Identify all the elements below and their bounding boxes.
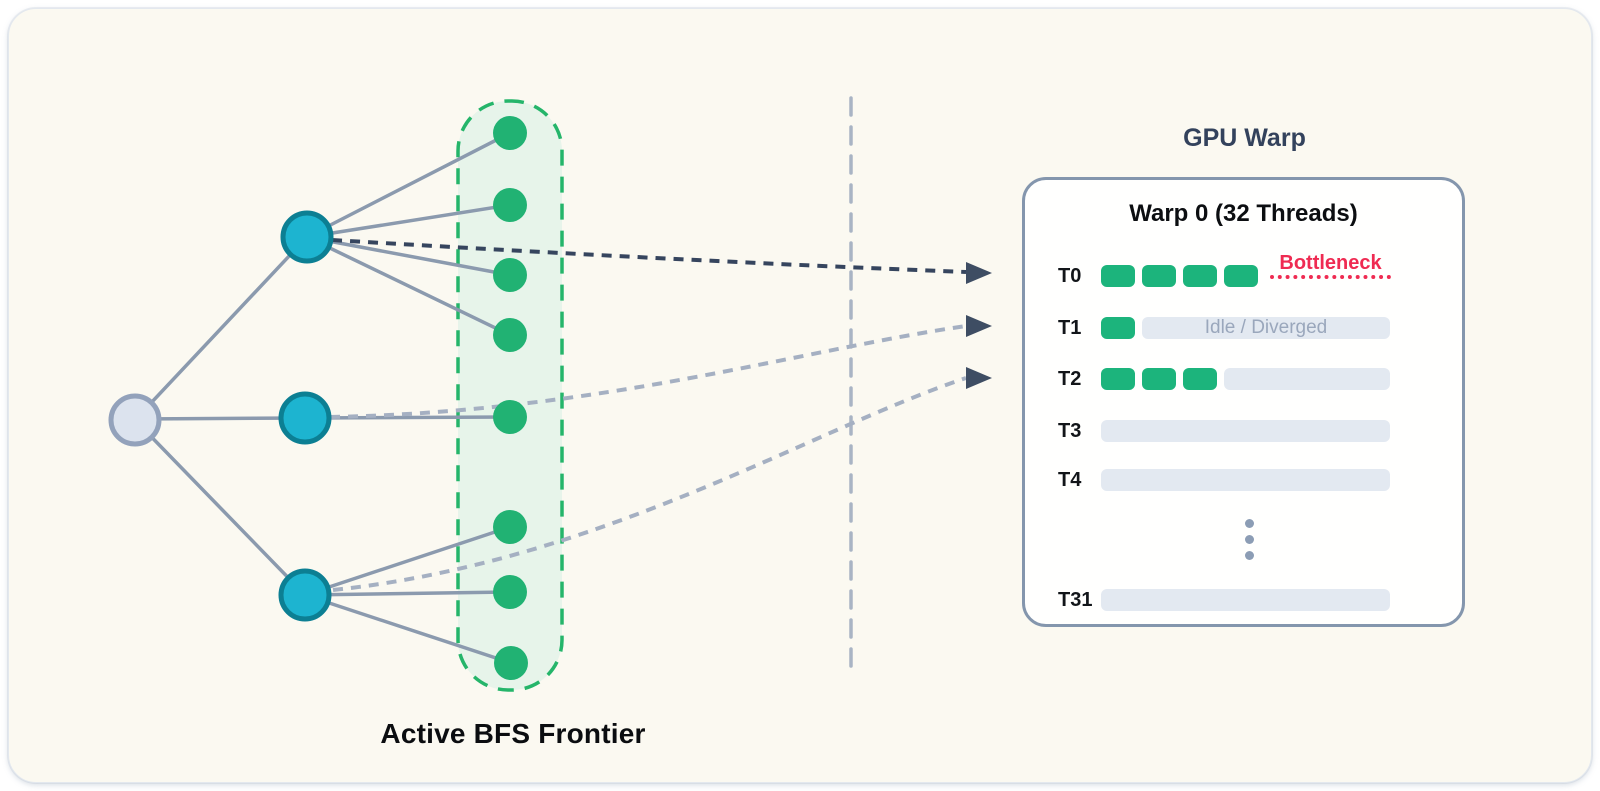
arrowhead-t1 (966, 315, 992, 337)
tree-edge (305, 235, 512, 277)
active-work-block (1224, 265, 1258, 287)
idle-bar (1101, 469, 1390, 491)
active-work-block (1142, 368, 1176, 390)
tree-edge (305, 203, 512, 239)
visited-node-bottom (278, 568, 332, 622)
thread-label: T0 (1058, 264, 1082, 287)
visited-node-top (280, 210, 334, 264)
ellipsis-dot (1245, 519, 1254, 528)
visited-node-middle (278, 391, 332, 445)
arrow-to-t0 (331, 238, 967, 274)
frontier-node (493, 575, 527, 609)
thread-lane (1101, 368, 1390, 390)
tree-edge (305, 235, 512, 337)
ellipsis-dot (1245, 551, 1254, 560)
thread-lane (1101, 589, 1390, 611)
frontier-node (493, 318, 527, 352)
idle-bar (1101, 420, 1390, 442)
idle-bar-text: Idle / Diverged (1204, 317, 1328, 338)
thread-label: T2 (1058, 367, 1082, 390)
thread-label: T31 (1058, 588, 1093, 611)
thread-row-t4: T4 (1058, 469, 1390, 491)
bottleneck-dotted-line (1270, 275, 1391, 279)
arrowhead-t0 (966, 262, 992, 284)
bottleneck-label: Bottleneck (1279, 252, 1382, 274)
active-work-block (1142, 265, 1176, 287)
thread-row-t0: T0 Bottleneck (1058, 252, 1391, 287)
frontier-node (493, 188, 527, 222)
warp-panel-title: Warp 0 (32 Threads) (1129, 200, 1358, 227)
frontier-node (493, 116, 527, 150)
frontier-caption: Active BFS Frontier (380, 718, 646, 749)
ellipsis-dot (1245, 535, 1254, 544)
root-node (108, 393, 162, 447)
thread-row-t1: T1 Idle / Diverged (1058, 317, 1390, 339)
tree-edge (305, 131, 512, 239)
frontier-node (493, 510, 527, 544)
thread-label: T4 (1058, 468, 1082, 491)
active-work-block (1183, 368, 1217, 390)
thread-row-t3: T3 (1058, 420, 1390, 442)
frontier-node (493, 258, 527, 292)
arrow-to-t1 (329, 324, 967, 419)
idle-bar: Idle / Diverged (1142, 317, 1390, 339)
gpu-warp-heading: GPU Warp (1183, 124, 1306, 152)
active-work-block (1101, 368, 1135, 390)
arrowhead-t2 (966, 367, 992, 389)
tree-edge (133, 418, 307, 597)
tree-edge (133, 416, 307, 421)
tree-edges (133, 131, 513, 665)
tree-edge (303, 590, 512, 597)
active-work-block (1101, 317, 1135, 339)
thread-lane (1101, 469, 1390, 491)
arrow-to-t2 (332, 376, 967, 592)
active-work-block (1183, 265, 1217, 287)
tree-edge (303, 525, 512, 597)
bottleneck-annotation: Bottleneck (1270, 252, 1391, 279)
tree-edge (303, 593, 513, 665)
thread-lane: Idle / Diverged (1101, 317, 1390, 339)
thread-row-t31: T31 (1058, 589, 1390, 611)
idle-bar (1224, 368, 1390, 390)
tree-edge (133, 235, 309, 422)
active-work-block (1101, 265, 1135, 287)
thread-lane (1101, 420, 1390, 442)
thread-lane (1101, 265, 1390, 287)
frontier-node (493, 400, 527, 434)
idle-bar (1101, 589, 1390, 611)
thread-row-t2: T2 (1058, 368, 1390, 390)
thread-label: T3 (1058, 419, 1082, 442)
frontier-node (494, 646, 528, 680)
frontier-nodes (493, 116, 528, 680)
thread-label: T1 (1058, 316, 1082, 339)
